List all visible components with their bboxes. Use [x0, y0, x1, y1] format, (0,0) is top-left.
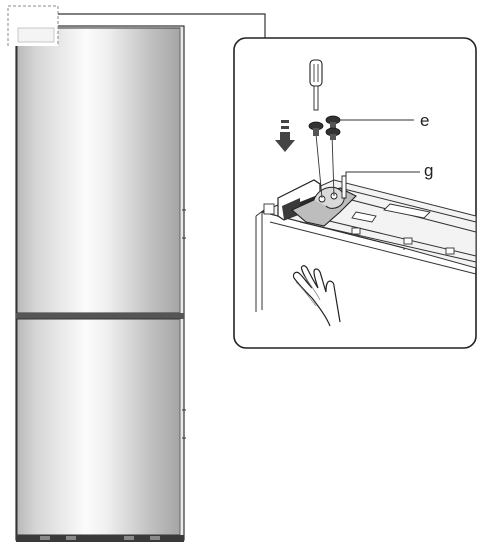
fridge-base	[16, 535, 184, 542]
cabinet-front-face	[261, 211, 405, 310]
fridge-upper-door	[16, 27, 181, 314]
hinge-block-top-shadow	[282, 198, 300, 220]
hand-outline	[292, 265, 341, 327]
top-tab-1	[351, 227, 361, 235]
cabinet-rail-1	[339, 187, 477, 223]
top-cutout-2	[351, 211, 377, 223]
fridge-lower-door	[16, 318, 181, 536]
screw-left	[308, 121, 324, 136]
screw-right-top-body	[330, 122, 336, 128]
front-clip	[263, 203, 275, 215]
screw-guide-2	[331, 133, 335, 197]
callout-g-label: g	[424, 161, 433, 180]
detail-callout: e g	[233, 37, 477, 349]
screw-right-bottom	[325, 127, 341, 140]
down-arrow-head	[275, 132, 295, 152]
base-slot-4	[150, 536, 160, 540]
screwdriver	[309, 59, 323, 111]
detail-leader-line	[58, 13, 266, 40]
screwdriver-handle	[309, 59, 323, 87]
callout-e-label: e	[420, 111, 429, 130]
top-cutout-1	[383, 203, 431, 219]
callout-g-leader	[345, 171, 420, 182]
refrigerator	[7, 5, 186, 542]
base-slot-1	[40, 536, 50, 540]
hand-icon	[292, 265, 341, 327]
down-arrow-dash-2	[281, 126, 289, 129]
door-divider-gap	[16, 313, 184, 319]
screw-left-body	[313, 128, 319, 136]
down-arrow-dash-1	[281, 120, 289, 123]
down-arrow-icon	[275, 120, 295, 152]
top-tab-3	[445, 247, 455, 255]
hinge-pin	[341, 175, 347, 199]
top-hinge-cover	[17, 27, 55, 43]
base-slot-2	[66, 536, 76, 540]
top-tab-2	[403, 237, 413, 245]
hand-shading-1	[295, 281, 317, 307]
screw-guide-1	[315, 133, 323, 199]
base-slot-3	[124, 536, 134, 540]
screwdriver-shaft	[313, 85, 319, 111]
hand-shading-2	[303, 275, 321, 301]
screw-right-bottom-body	[330, 134, 336, 140]
cabinet-lower-edge	[269, 221, 477, 275]
